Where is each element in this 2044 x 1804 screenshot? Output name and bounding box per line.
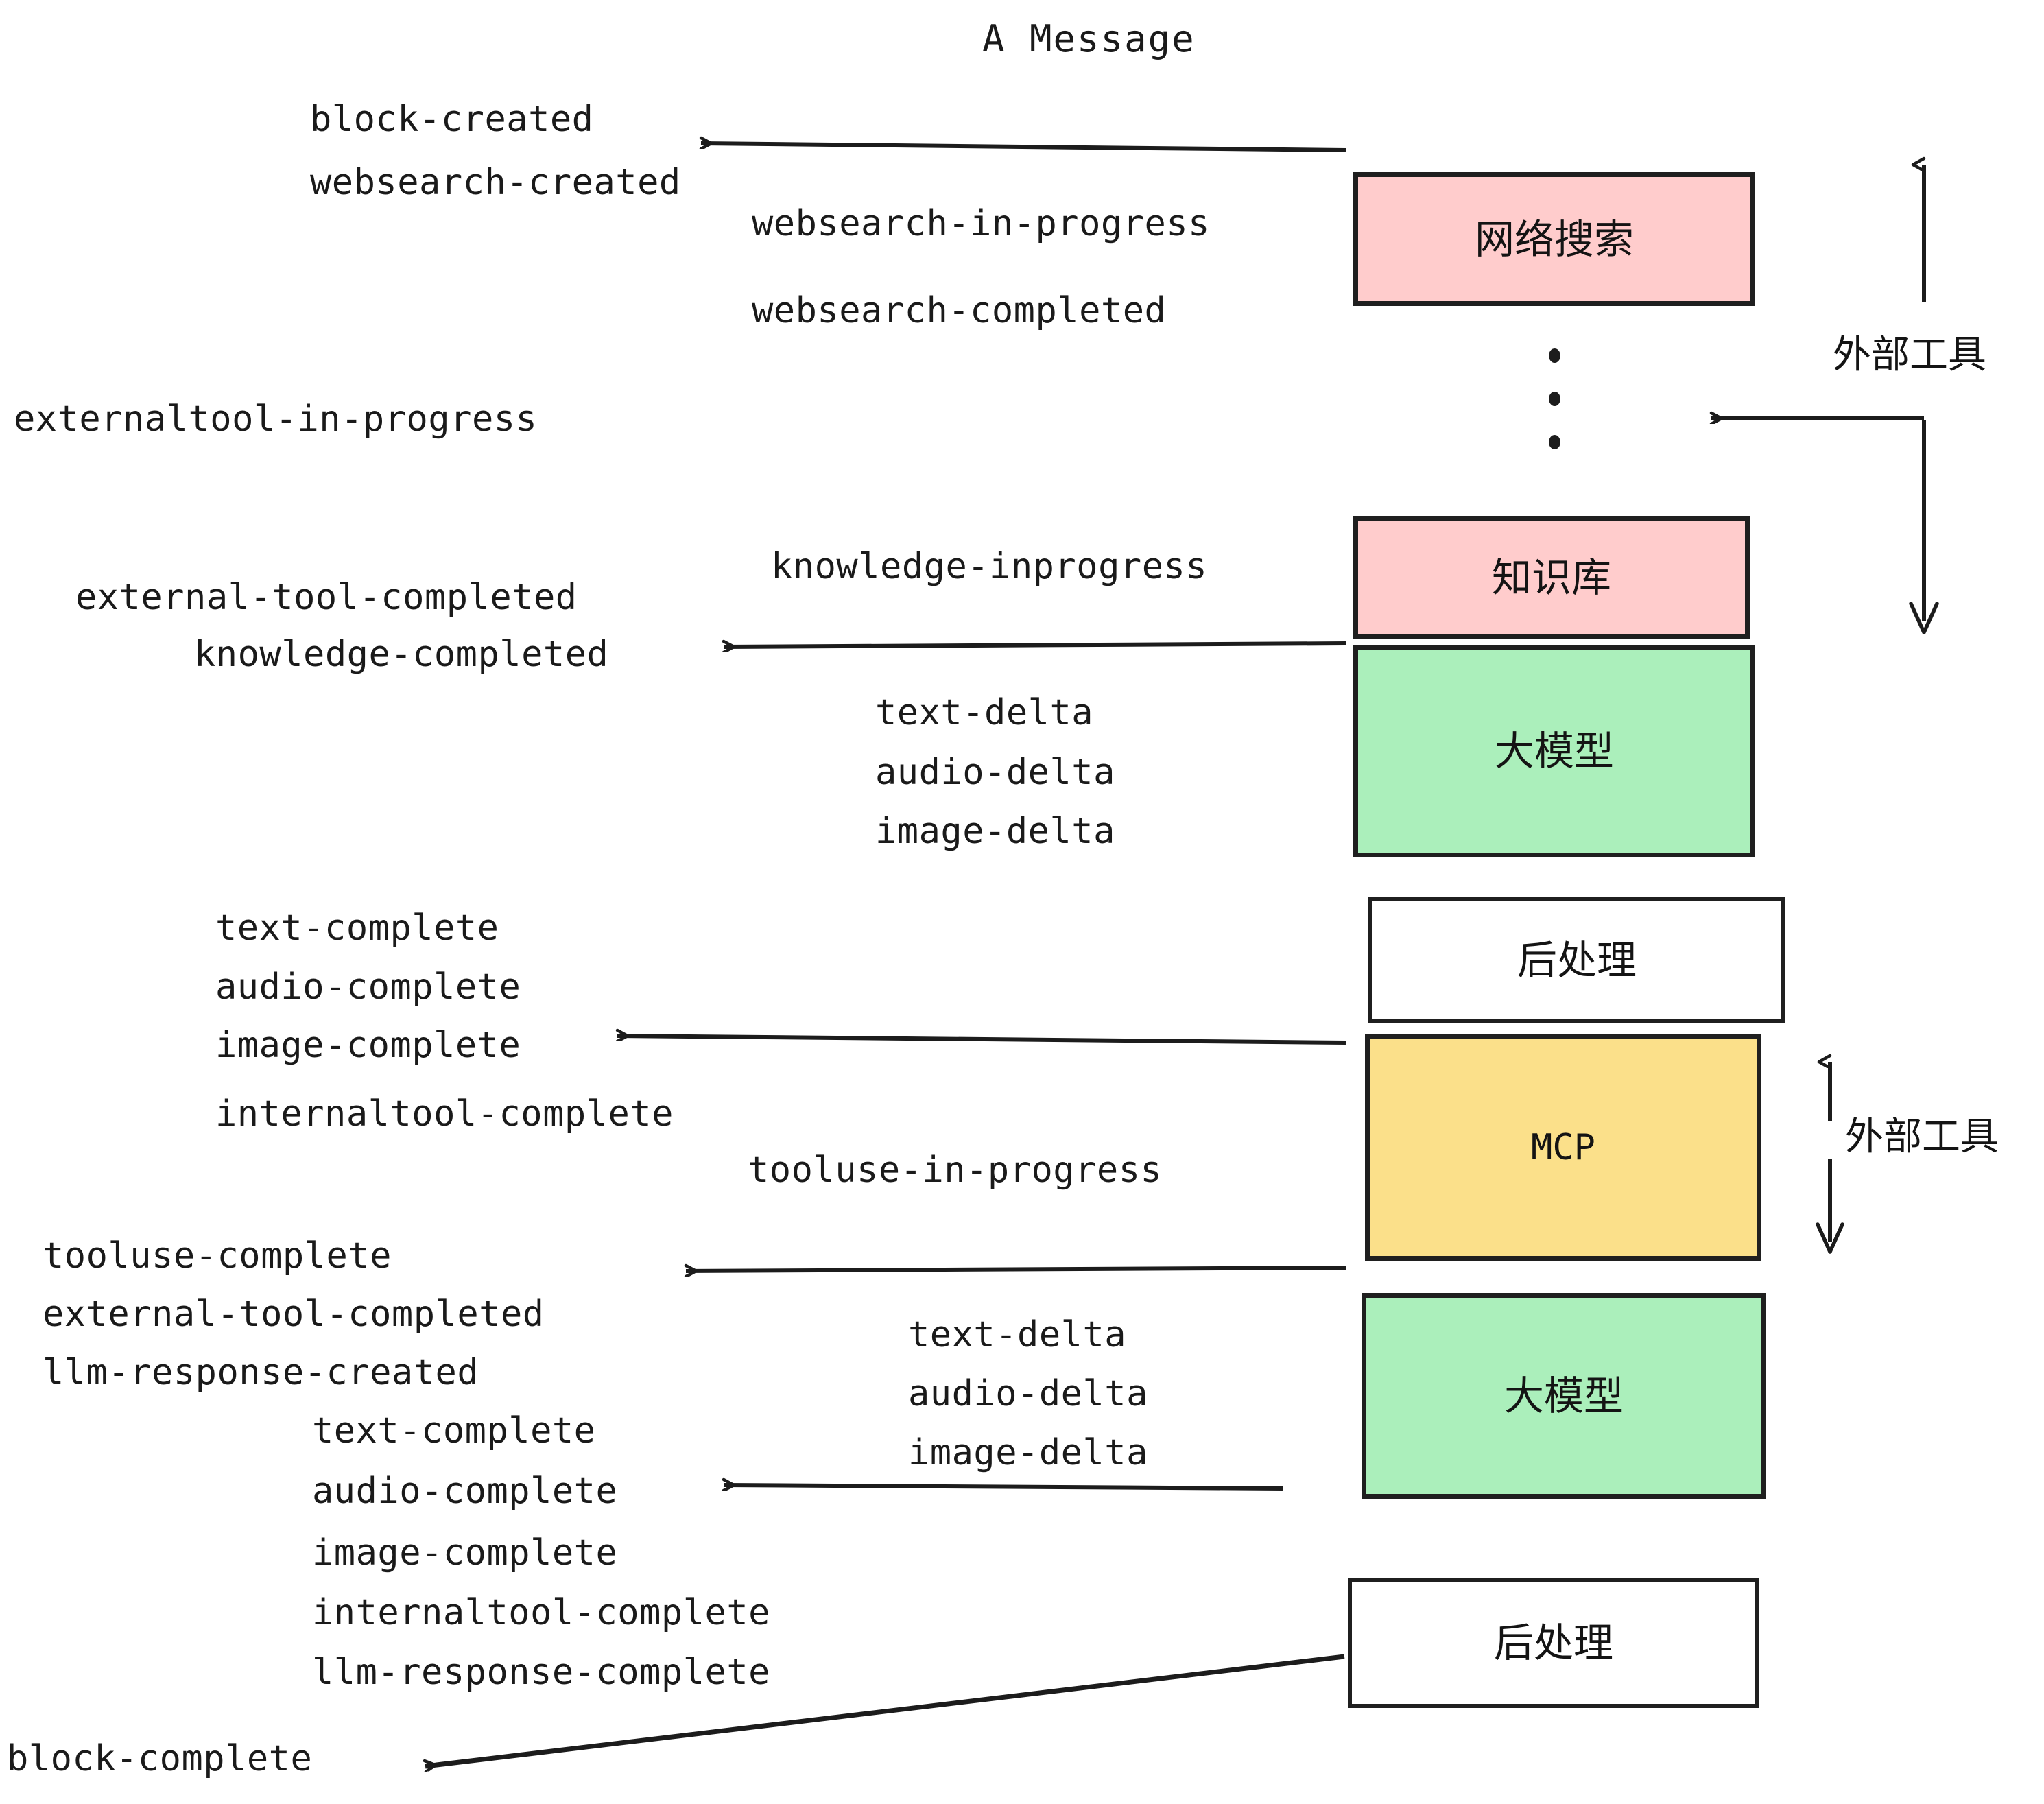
- event-image-complete-2: image-complete: [312, 1532, 618, 1574]
- event-tooluse-complete: tooluse-complete: [43, 1235, 392, 1277]
- node-llm-top: 大模型: [1353, 645, 1755, 857]
- node-mcp-label: MCP: [1531, 1127, 1595, 1168]
- event-image-delta-2: image-delta: [908, 1432, 1148, 1473]
- event-knowledge-inprogress: knowledge-inprogress: [771, 546, 1208, 587]
- event-external-tool-completed-1: external-tool-completed: [75, 577, 578, 618]
- event-llm-response-created: llm-response-created: [43, 1352, 479, 1393]
- node-llm-bottom: 大模型: [1362, 1293, 1766, 1499]
- event-text-delta-1: text-delta: [875, 692, 1094, 733]
- arrow-tooluse-complete: [686, 1268, 1346, 1271]
- event-external-tool-completed-2: external-tool-completed: [43, 1294, 545, 1335]
- event-text-complete-1: text-complete: [215, 907, 499, 949]
- event-internaltool-complete-2: internaltool-complete: [312, 1592, 770, 1633]
- arrow-websearch-created: [701, 143, 1346, 152]
- node-llm-bottom-label: 大模型: [1504, 1373, 1624, 1419]
- event-block-created: block-created: [310, 99, 594, 140]
- page-title: A Message: [982, 17, 1196, 60]
- event-text-complete-2: text-complete: [312, 1410, 596, 1451]
- arrow-image-complete: [617, 1036, 1346, 1045]
- event-audio-complete-1: audio-complete: [215, 966, 521, 1008]
- event-websearch-completed: websearch-completed: [752, 290, 1167, 331]
- arrow-audio-complete: [724, 1485, 1283, 1488]
- node-knowledge: 知识库: [1353, 516, 1750, 639]
- vertical-ellipsis-icon: [1549, 334, 1560, 464]
- event-knowledge-completed: knowledge-completed: [194, 634, 609, 675]
- arrow-knowledge-completed: [724, 643, 1346, 647]
- event-audio-delta-2: audio-delta: [908, 1373, 1148, 1414]
- arrowhead-external-tool-bottom-down: [1816, 1222, 1844, 1254]
- node-postprocess-top: 后处理: [1368, 897, 1785, 1023]
- arrowhead-external-tool-top-down: [1909, 602, 1939, 634]
- event-image-delta-1: image-delta: [875, 811, 1115, 852]
- node-llm-top-label: 大模型: [1494, 728, 1614, 774]
- event-websearch-in-progress: websearch-in-progress: [752, 203, 1210, 244]
- event-image-complete-1: image-complete: [215, 1025, 521, 1066]
- event-externaltool-in-progress: externaltool-in-progress: [14, 399, 538, 440]
- node-postprocess-top-label: 后处理: [1517, 936, 1637, 984]
- node-postprocess-bottom-label: 后处理: [1493, 1619, 1613, 1666]
- event-text-delta-2: text-delta: [908, 1314, 1127, 1355]
- event-llm-response-complete: llm-response-complete: [312, 1652, 770, 1693]
- event-audio-complete-2: audio-complete: [312, 1471, 618, 1512]
- event-websearch-created: websearch-created: [310, 162, 681, 203]
- event-block-complete: block-complete: [7, 1738, 313, 1779]
- node-mcp: MCP: [1365, 1034, 1761, 1261]
- node-postprocess-bottom: 后处理: [1348, 1578, 1759, 1708]
- node-knowledge-label: 知识库: [1491, 554, 1611, 601]
- annotation-external-tool-top: 外部工具: [1833, 333, 1986, 377]
- event-audio-delta-1: audio-delta: [875, 752, 1115, 793]
- node-websearch-label: 网络搜索: [1474, 215, 1634, 263]
- event-tooluse-in-progress: tooluse-in-progress: [748, 1150, 1163, 1191]
- event-internaltool-complete-1: internaltool-complete: [215, 1093, 674, 1135]
- node-websearch: 网络搜索: [1353, 172, 1755, 306]
- annotation-external-tool-bottom: 外部工具: [1845, 1115, 1999, 1159]
